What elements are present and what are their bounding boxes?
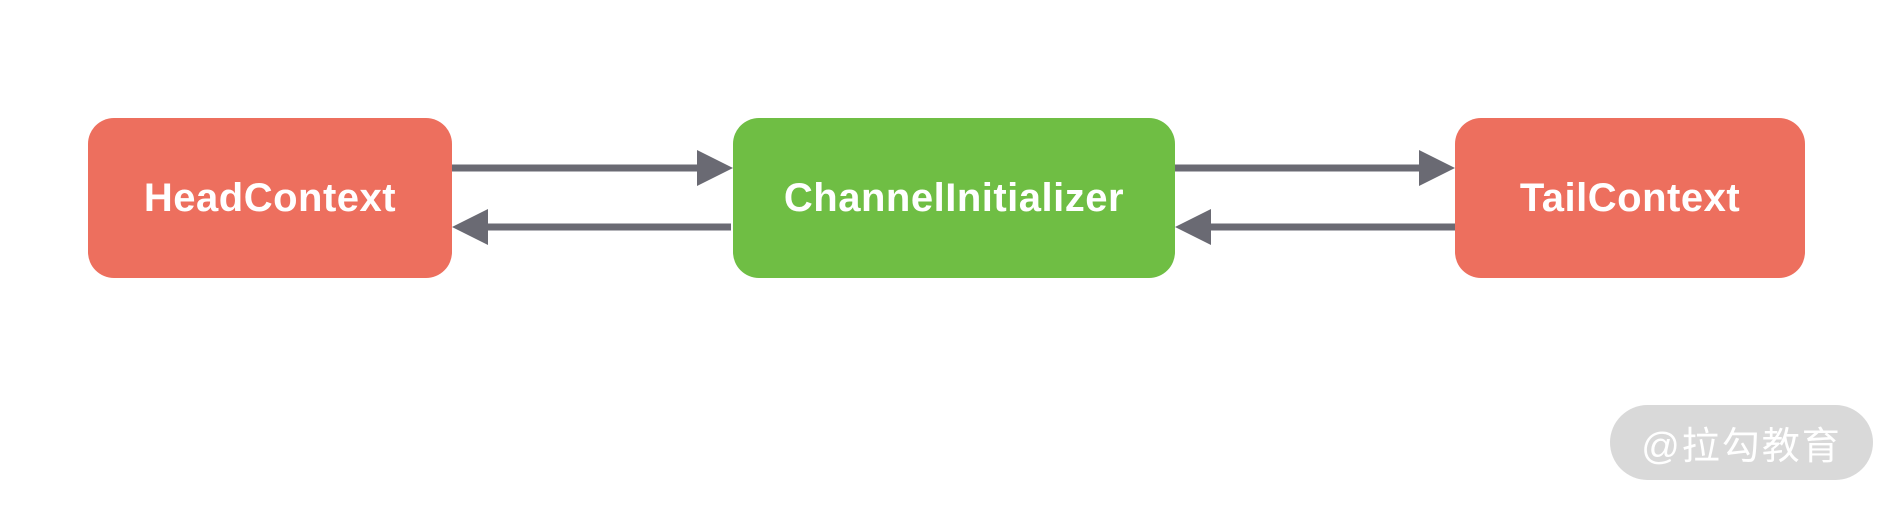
node-tail-context-label: TailContext bbox=[1519, 175, 1741, 220]
node-head-context-label: HeadContext bbox=[143, 175, 397, 220]
node-tail-context: TailContext bbox=[1455, 118, 1805, 278]
arrow-channel-to-head-icon bbox=[452, 209, 731, 245]
arrow-channel-to-tail-icon bbox=[1175, 150, 1455, 186]
node-channel-initializer-label: ChannelInitializer bbox=[783, 175, 1125, 220]
node-head-context: HeadContext bbox=[88, 118, 452, 278]
node-channel-initializer: ChannelInitializer bbox=[733, 118, 1175, 278]
arrow-head-to-channel-icon bbox=[452, 150, 733, 186]
watermark-label: @拉勾教育 bbox=[1641, 426, 1842, 468]
arrow-tail-to-channel-icon bbox=[1175, 209, 1455, 245]
watermark-badge: @拉勾教育 bbox=[1610, 405, 1873, 480]
